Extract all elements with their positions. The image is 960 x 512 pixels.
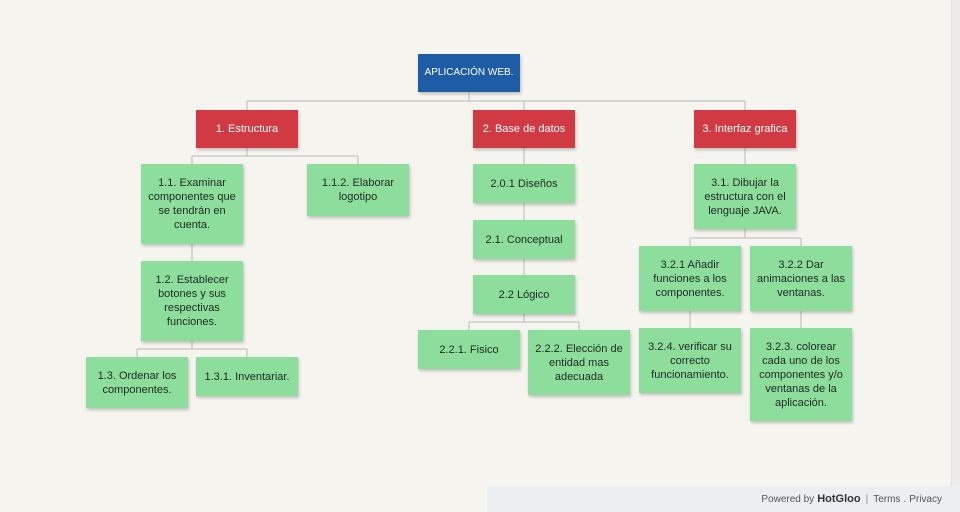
terms-link[interactable]: Terms — [873, 493, 901, 505]
node-establecer-botones[interactable]: 1.2. Establecer botones y sus respectiva… — [141, 261, 243, 341]
node-aplicacion-web[interactable]: APLICACIÓN WEB. — [418, 54, 520, 92]
node-logico[interactable]: 2.2 Lógico — [473, 275, 575, 314]
node-dar-animaciones[interactable]: 3.2.2 Dar animaciones a las ventanas. — [750, 246, 852, 311]
node-disenos[interactable]: 2.0.1 Diseños — [473, 164, 575, 203]
node-inventariar[interactable]: 1.3.1. Inventariar. — [196, 357, 298, 396]
node-fisico[interactable]: 2.2.1. Fisico — [418, 330, 520, 369]
node-examinar-componentes[interactable]: 1.1. Examinar componentes que se tendrán… — [141, 164, 243, 244]
node-conceptual[interactable]: 2.1. Conceptual — [473, 220, 575, 259]
footer-dot: . — [903, 493, 907, 505]
node-dibujar-estructura[interactable]: 3.1. Dibujar la estructura con el lengua… — [694, 164, 796, 229]
node-anadir-funciones[interactable]: 3.2.1 Añadir funciones a los componentes… — [639, 246, 741, 311]
node-interfaz-grafica[interactable]: 3. Interfaz grafica — [694, 110, 796, 148]
hotgloo-brand[interactable]: HotGloo — [817, 493, 861, 505]
footer-separator: | — [865, 493, 869, 505]
node-base-de-datos[interactable]: 2. Base de datos — [473, 110, 575, 148]
node-colorear-componentes[interactable]: 3.2.3. colorear cada uno de los componen… — [750, 328, 852, 421]
footer-bar: Powered by HotGloo | Terms . Privacy — [487, 486, 960, 512]
node-estructura[interactable]: 1. Estructura — [196, 110, 298, 148]
privacy-link[interactable]: Privacy — [909, 493, 942, 505]
node-eleccion-entidad[interactable]: 2.2.2. Elección de entidad mas adecuada — [528, 330, 630, 395]
node-ordenar-componentes[interactable]: 1.3. Ordenar los componentes. — [86, 357, 188, 408]
node-elaborar-logotipo[interactable]: 1.1.2. Elaborar logotipo — [307, 164, 409, 216]
scroll-edge — [951, 0, 960, 512]
node-verificar-funcionamiento[interactable]: 3.2.4. verificar su correcto funcionamie… — [639, 328, 741, 393]
powered-by-text: Powered by — [761, 493, 815, 505]
